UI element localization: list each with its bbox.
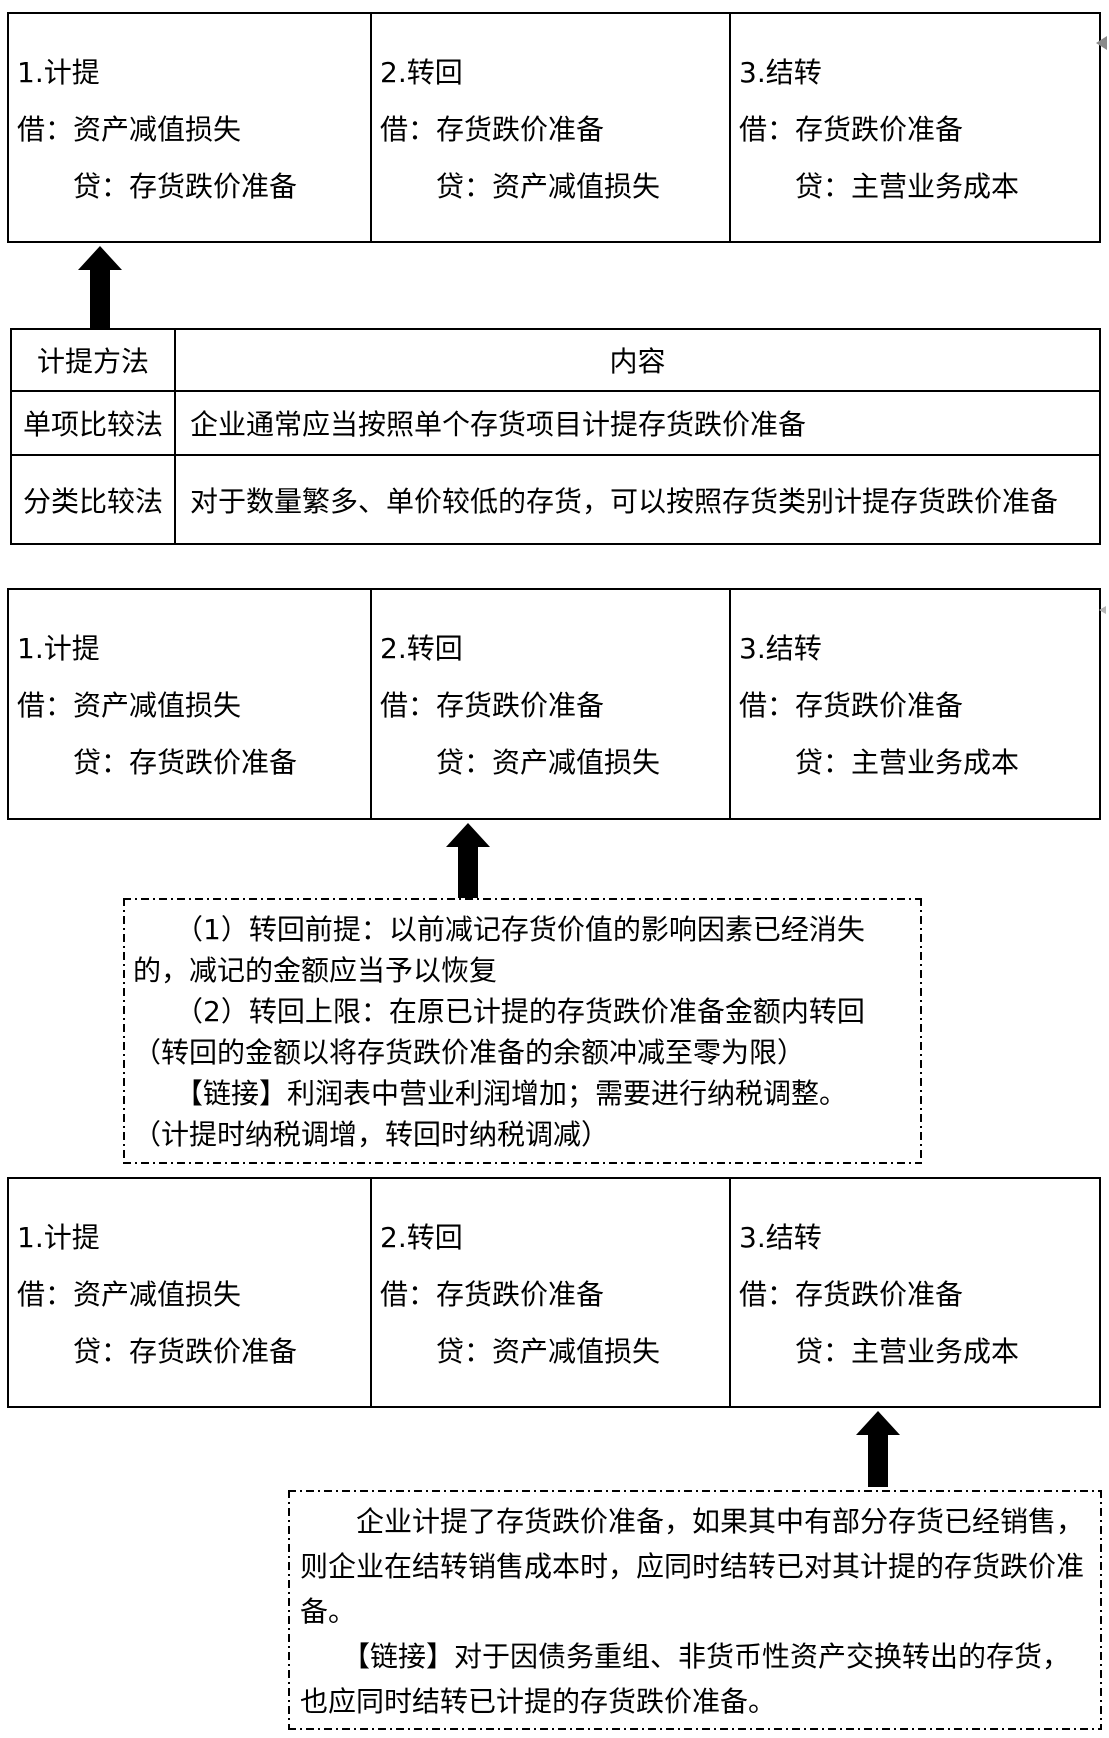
note-line: （转回的金额以将存货跌价准备的余额冲减至零为限） bbox=[133, 1036, 806, 1069]
journal-cell-accrual: 1.计提 借：资产减值损失 贷：存货跌价准备 bbox=[9, 590, 370, 818]
entry-credit: 贷：存货跌价准备 bbox=[17, 746, 298, 779]
note-line: 企业计提了存货跌价准备，如果其中有部分存货已经销售， bbox=[300, 1505, 1085, 1538]
up-arrow-icon bbox=[856, 1411, 900, 1487]
up-arrow-icon bbox=[446, 823, 490, 898]
entry-title: 1.计提 bbox=[17, 632, 100, 665]
journal-cell-carryover: 3.结转 借：存货跌价准备 贷：主营业务成本 bbox=[729, 14, 1099, 241]
journal-cell-accrual: 1.计提 借：资产减值损失 贷：存货跌价准备 bbox=[9, 1179, 370, 1406]
note-line: （计提时纳税调增，转回时纳税调减） bbox=[133, 1118, 610, 1151]
note-line: 则企业在结转销售成本时，应同时结转已对其计提的存货跌价准 bbox=[300, 1550, 1085, 1583]
entry-debit: 借：存货跌价准备 bbox=[739, 1278, 964, 1311]
journal-table-2: 1.计提 借：资产减值损失 贷：存货跌价准备 2.转回 借：存货跌价准备 贷：资… bbox=[7, 588, 1101, 820]
method-content: 企业通常应当按照单个存货项目计提存货跌价准备 bbox=[190, 408, 807, 441]
method-cell-category: 分类比较法 bbox=[12, 454, 174, 543]
entry-debit: 借：资产减值损失 bbox=[17, 1278, 242, 1311]
entry-title: 2.转回 bbox=[380, 1221, 463, 1254]
entry-debit: 借：存货跌价准备 bbox=[380, 1278, 605, 1311]
entry-credit: 贷：主营业务成本 bbox=[739, 170, 1020, 203]
header-label: 计提方法 bbox=[36, 345, 149, 378]
journal-cell-reversal: 2.转回 借：存货跌价准备 贷：资产减值损失 bbox=[370, 14, 729, 241]
journal-table-1: 1.计提 借：资产减值损失 贷：存货跌价准备 2.转回 借：存货跌价准备 贷：资… bbox=[7, 12, 1101, 243]
note-line: 也应同时结转已计提的存货跌价准备。 bbox=[300, 1685, 777, 1718]
arrow-head bbox=[856, 1411, 900, 1435]
note-line: （1）转回前提：以前减记存货价值的影响因素已经消失 bbox=[133, 913, 865, 946]
note-line: 【链接】利润表中营业利润增加；需要进行纳税调整。 bbox=[133, 1077, 848, 1110]
reversal-note-box: （1）转回前提：以前减记存货价值的影响因素已经消失 的，减记的金额应当予以恢复 … bbox=[123, 898, 922, 1164]
entry-debit: 借：存货跌价准备 bbox=[380, 113, 605, 146]
method-table-header-content: 内容 bbox=[174, 330, 1099, 390]
entry-title: 1.计提 bbox=[17, 56, 100, 89]
entry-debit: 借：资产减值损失 bbox=[17, 689, 242, 722]
note-line: 的，减记的金额应当予以恢复 bbox=[133, 954, 498, 987]
journal-cell-accrual: 1.计提 借：资产减值损失 贷：存货跌价准备 bbox=[9, 14, 370, 241]
arrow-shaft bbox=[90, 270, 110, 328]
entry-title: 2.转回 bbox=[380, 56, 463, 89]
entry-credit: 贷：存货跌价准备 bbox=[17, 1335, 298, 1368]
entry-title: 2.转回 bbox=[380, 632, 463, 665]
entry-title: 3.结转 bbox=[739, 56, 822, 89]
entry-credit: 贷：资产减值损失 bbox=[380, 1335, 661, 1368]
note-line: 【链接】对于因债务重组、非货币性资产交换转出的存货， bbox=[300, 1640, 1071, 1673]
entry-debit: 借：存货跌价准备 bbox=[739, 113, 964, 146]
method-table-header-method: 计提方法 bbox=[12, 330, 174, 390]
method-cell-individual: 单项比较法 bbox=[12, 390, 174, 454]
entry-debit: 借：资产减值损失 bbox=[17, 113, 242, 146]
journal-cell-carryover: 3.结转 借：存货跌价准备 贷：主营业务成本 bbox=[729, 590, 1099, 818]
carryover-note-box: 企业计提了存货跌价准备，如果其中有部分存货已经销售， 则企业在结转销售成本时，应… bbox=[288, 1490, 1102, 1730]
note-line: （2）转回上限：在原已计提的存货跌价准备金额内转回 bbox=[133, 995, 865, 1028]
entry-title: 3.结转 bbox=[739, 632, 822, 665]
entry-credit: 贷：主营业务成本 bbox=[739, 1335, 1020, 1368]
entry-title: 3.结转 bbox=[739, 1221, 822, 1254]
method-table: 计提方法 内容 单项比较法 企业通常应当按照单个存货项目计提存货跌价准备 分类比… bbox=[10, 328, 1101, 545]
arrow-shaft bbox=[868, 1435, 888, 1487]
entry-credit: 贷：资产减值损失 bbox=[380, 170, 661, 203]
method-cell-category-content: 对于数量繁多、单价较低的存货，可以按照存货类别计提存货跌价准备 bbox=[174, 454, 1099, 543]
method-cell-individual-content: 企业通常应当按照单个存货项目计提存货跌价准备 bbox=[174, 390, 1099, 454]
entry-debit: 借：存货跌价准备 bbox=[380, 689, 605, 722]
journal-cell-reversal: 2.转回 借：存货跌价准备 贷：资产减值损失 bbox=[370, 1179, 729, 1406]
method-name: 分类比较法 bbox=[22, 484, 163, 518]
up-arrow-icon bbox=[78, 246, 122, 328]
note-line: 备。 bbox=[300, 1595, 357, 1628]
method-content: 对于数量繁多、单价较低的存货，可以按照存货类别计提存货跌价准备 bbox=[190, 484, 1059, 518]
journal-cell-reversal: 2.转回 借：存货跌价准备 贷：资产减值损失 bbox=[370, 590, 729, 818]
entry-credit: 贷：存货跌价准备 bbox=[17, 170, 298, 203]
left-triangle-marker-icon bbox=[1096, 36, 1107, 50]
arrow-shaft bbox=[458, 847, 478, 898]
entry-debit: 借：存货跌价准备 bbox=[739, 689, 964, 722]
header-label: 内容 bbox=[609, 345, 666, 378]
journal-table-3: 1.计提 借：资产减值损失 贷：存货跌价准备 2.转回 借：存货跌价准备 贷：资… bbox=[7, 1177, 1101, 1408]
arrow-head bbox=[78, 246, 122, 270]
arrow-head bbox=[446, 823, 490, 847]
left-triangle-marker-icon bbox=[1099, 606, 1106, 614]
entry-credit: 贷：主营业务成本 bbox=[739, 746, 1020, 779]
method-name: 单项比较法 bbox=[22, 408, 163, 441]
entry-title: 1.计提 bbox=[17, 1221, 100, 1254]
journal-cell-carryover: 3.结转 借：存货跌价准备 贷：主营业务成本 bbox=[729, 1179, 1099, 1406]
entry-credit: 贷：资产减值损失 bbox=[380, 746, 661, 779]
